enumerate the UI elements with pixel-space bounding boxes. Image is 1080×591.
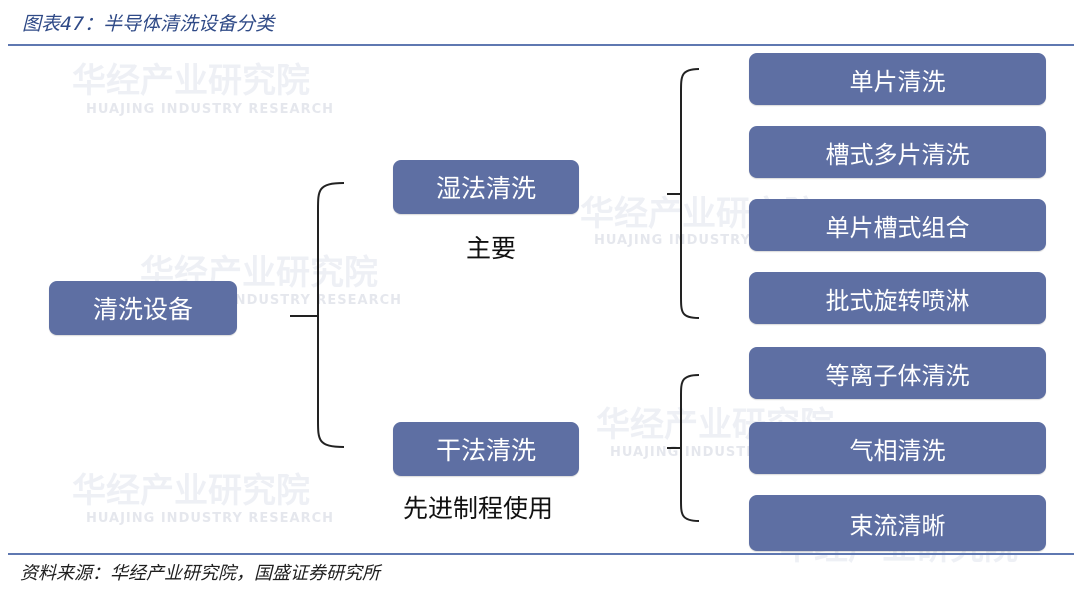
root-bracket bbox=[317, 182, 345, 448]
wet-bracket bbox=[680, 68, 700, 319]
branch-node-dry: 干法清洗 bbox=[393, 422, 579, 476]
leaf-node: 单片槽式组合 bbox=[749, 199, 1046, 251]
branch-node-wet: 湿法清洗 bbox=[393, 160, 579, 214]
leaf-node: 单片清洗 bbox=[749, 53, 1046, 105]
watermark-text: 华经产业研究院 bbox=[72, 61, 310, 101]
watermark-text: 华经产业研究院 bbox=[72, 471, 310, 511]
leaf-node: 批式旋转喷淋 bbox=[749, 272, 1046, 324]
leaf-node: 槽式多片清洗 bbox=[749, 126, 1046, 178]
watermark-subtext: HUAJING INDUSTRY RESEARCH bbox=[86, 511, 335, 526]
figure-title: 图表47：半导体清洗设备分类 bbox=[22, 13, 275, 35]
root-node: 清洗设备 bbox=[49, 281, 237, 335]
bottom-rule bbox=[8, 553, 1074, 555]
top-rule bbox=[8, 44, 1074, 46]
source-note: 资料来源：华经产业研究院，国盛证券研究所 bbox=[20, 563, 380, 584]
leaf-node: 气相清洗 bbox=[749, 422, 1046, 474]
dry-bracket bbox=[680, 374, 700, 522]
branch-note-dry: 先进制程使用 bbox=[403, 494, 554, 523]
watermark-subtext: HUAJING INDUSTRY RESEARCH bbox=[86, 102, 335, 117]
leaf-node: 等离子体清洗 bbox=[749, 347, 1046, 399]
leaf-node: 束流清晰 bbox=[749, 495, 1046, 551]
branch-note-wet: 主要 bbox=[466, 234, 517, 263]
